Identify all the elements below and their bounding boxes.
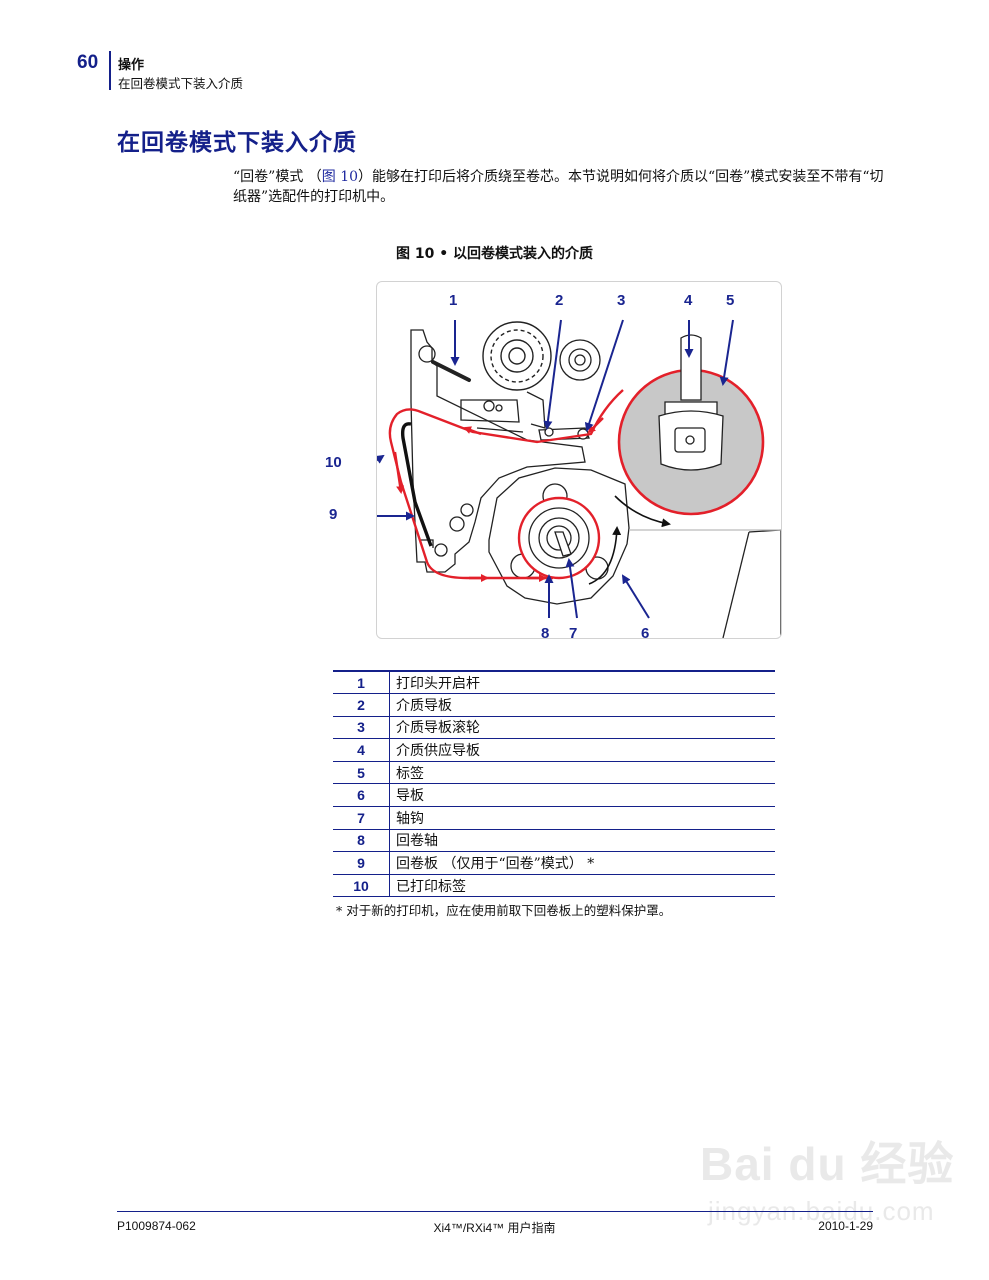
media-supply-hanger: [658, 334, 724, 471]
legend-number: 5: [333, 761, 390, 785]
rewind-rotation-arrow: [588, 526, 622, 585]
header-subsection: 在回卷模式下装入介质: [118, 76, 244, 91]
callout-leaders: [377, 319, 734, 619]
legend-number: 4: [333, 738, 390, 762]
callout-9: 9: [329, 506, 338, 523]
legend-description: 介质导板滚轮: [389, 716, 775, 740]
figure-reference-link[interactable]: 图 10: [321, 169, 359, 185]
rewind-plate: [400, 422, 433, 547]
callout-10: 10: [325, 454, 342, 471]
callout-4: 4: [684, 292, 693, 309]
legend-number: 7: [333, 806, 390, 830]
legend-description: 介质导板: [389, 693, 775, 717]
printer-frame: [410, 329, 781, 638]
supply-rotation-arrow: [614, 495, 671, 528]
intro-text-after: ）能够在打印后将介质绕至卷芯。本节说明如何将介质以“回卷”模式安装至不带有“切纸…: [233, 169, 884, 205]
legend-description: 轴钩: [389, 806, 775, 830]
rewind-mode-diagram: [376, 281, 782, 639]
legend-footnote: * 对于新的打印机，应在使用前取下回卷板上的塑料保护罩。: [336, 903, 672, 918]
legend-number: 1: [333, 670, 390, 695]
footer-guide-title: Xi4™/RXi4™ 用户指南: [433, 1221, 556, 1235]
intro-text-before: “回卷”模式 （: [233, 169, 322, 185]
footer-divider: [117, 1211, 873, 1212]
watermark-logo-text: Bai du 经验: [700, 1138, 955, 1190]
page-number: 60: [77, 52, 99, 73]
footer-document-id: P1009874-062: [117, 1219, 196, 1233]
rewind-spindle: [517, 496, 601, 580]
callout-7: 7: [569, 625, 578, 642]
printer-diagram-illustration: [377, 319, 781, 638]
legend-description: 回卷轴: [389, 829, 775, 853]
drive-gear: [482, 321, 552, 391]
legend-number: 10: [333, 874, 390, 898]
callout-1: 1: [449, 292, 458, 309]
page-title: 在回卷模式下装入介质: [117, 130, 357, 156]
legend-description: 标签: [389, 761, 775, 785]
figure-caption: 图 10 • 以回卷模式装入的介质: [395, 246, 594, 262]
legend-description: 打印头开启杆: [389, 670, 775, 695]
callout-5: 5: [726, 292, 735, 309]
callout-8: 8: [541, 625, 550, 642]
intro-paragraph: “回卷”模式 （图 10）能够在打印后将介质绕至卷芯。本节说明如何将介质以“回卷…: [233, 167, 893, 207]
legend-number: 3: [333, 716, 390, 740]
header-section: 操作: [118, 58, 145, 73]
footer-date: 2010-1-29: [818, 1219, 873, 1233]
callout-6: 6: [641, 625, 650, 642]
callout-2: 2: [555, 292, 564, 309]
legend-number: 6: [333, 783, 390, 808]
baidu-watermark: Bai du 经验 jingyan.baidu.com: [700, 1128, 960, 1248]
legend-description: 导板: [389, 783, 775, 808]
legend-description: 介质供应导板: [389, 738, 775, 762]
legend-description: 回卷板 （仅用于“回卷”模式） *: [389, 851, 775, 875]
legend-number: 9: [333, 851, 390, 875]
idler-roller: [559, 339, 601, 381]
callout-3: 3: [617, 292, 626, 309]
legend-number: 8: [333, 829, 390, 853]
legend-description: 已打印标签: [389, 874, 775, 898]
header-divider: [109, 51, 111, 90]
legend-number: 2: [333, 693, 390, 717]
